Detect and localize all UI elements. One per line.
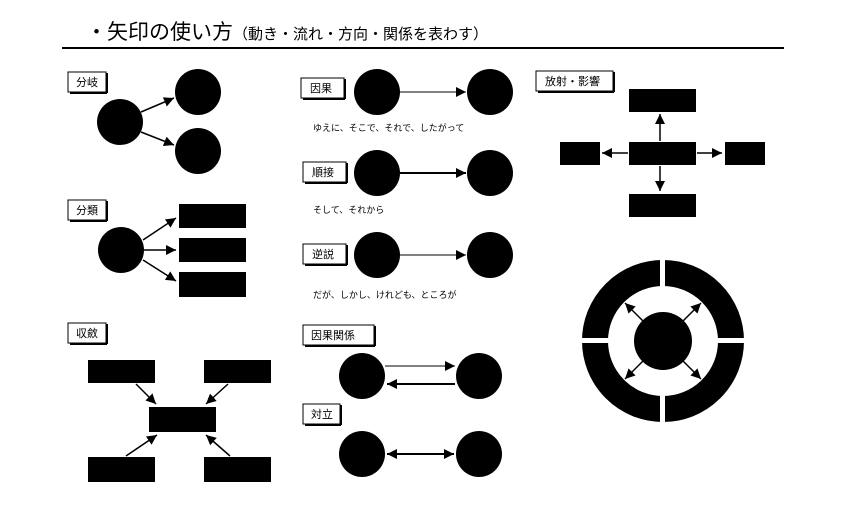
svg-text:放射・影響: 放射・影響 — [545, 74, 600, 88]
radiation-box-top — [629, 89, 696, 112]
converge-arrow-3 — [125, 434, 158, 457]
radial-influence-diagram — [581, 259, 745, 423]
svg-text:対立: 対立 — [311, 407, 333, 421]
cause-group: 因果 ゆえに、そこで、それで、したがって — [300, 69, 513, 134]
svg-text:分類: 分類 — [76, 204, 98, 217]
svg-text:収斂: 収斂 — [76, 326, 98, 340]
converge-arrow-1 — [135, 383, 157, 405]
svg-text:順接: 順接 — [312, 166, 334, 179]
title-subtitle: （動き・流れ・方向・関係を表わす） — [233, 25, 489, 43]
adversative-label: 逆説 — [302, 243, 348, 266]
title-main: ・矢印の使い方 — [86, 20, 233, 44]
page-title: ・矢印の使い方（動き・流れ・方向・関係を表わす） — [86, 16, 488, 46]
opposition-node-left — [339, 431, 385, 477]
opposition-label: 対立 — [302, 403, 342, 426]
branch-source-node — [97, 99, 143, 145]
branch-target-node-2 — [175, 128, 221, 174]
converge-group: 収斂 — [67, 322, 271, 482]
converge-box-top-left — [88, 360, 155, 383]
sequence-group: 順接 そして、それから — [302, 150, 513, 216]
converge-label: 収斂 — [67, 322, 108, 345]
sequence-node-to — [467, 150, 513, 196]
cause-label: 因果 — [300, 77, 346, 100]
radiation-box-right — [725, 142, 765, 165]
causal-relation-group: 因果関係 — [302, 324, 502, 399]
radial-center-node — [634, 312, 692, 370]
causal-relation-node-right — [456, 353, 502, 399]
opposition-node-right — [456, 431, 502, 477]
branch-target-node-1 — [175, 69, 221, 115]
sequence-label: 順接 — [302, 161, 348, 184]
classify-group: 分類 — [67, 199, 246, 297]
causal-relation-label: 因果関係 — [302, 324, 376, 347]
adversative-caption: だが、しかし、けれども、ところが — [313, 289, 457, 301]
classify-box-3 — [179, 272, 246, 297]
adversative-node-from — [354, 232, 400, 278]
classify-source-node — [98, 227, 144, 273]
sequence-caption: そして、それから — [313, 205, 384, 216]
branch-arrow-up — [140, 97, 175, 113]
sequence-node-from — [354, 150, 400, 196]
radiation-label: 放射・影響 — [535, 70, 615, 93]
cause-node-from — [354, 69, 400, 115]
converge-arrow-4 — [205, 434, 231, 457]
adversative-group: 逆説 だが、しかし、けれども、ところが — [302, 232, 513, 301]
branch-label: 分岐 — [67, 71, 108, 94]
causal-relation-node-left — [339, 353, 385, 399]
classify-arrow-1 — [142, 217, 177, 241]
svg-text:因果関係: 因果関係 — [311, 329, 355, 342]
cause-node-to — [467, 69, 513, 115]
classify-box-2 — [179, 238, 246, 262]
radiation-group: 放射・影響 — [535, 70, 765, 217]
converge-box-top-right — [204, 360, 271, 383]
branch-arrow-down — [140, 131, 175, 146]
converge-box-center — [149, 407, 216, 432]
svg-text:因果: 因果 — [310, 82, 332, 95]
radial-arrow-top-right — [682, 302, 702, 322]
radiation-box-center — [629, 142, 696, 165]
svg-text:逆説: 逆説 — [312, 247, 334, 261]
converge-arrow-2 — [205, 383, 229, 405]
radial-arrow-top-left — [624, 302, 644, 322]
radiation-box-bottom — [629, 194, 696, 217]
converge-box-bottom-right — [204, 457, 271, 482]
classify-label: 分類 — [67, 199, 108, 222]
classify-box-1 — [179, 204, 246, 228]
opposition-group: 対立 — [302, 403, 502, 477]
svg-text:分岐: 分岐 — [76, 76, 98, 89]
converge-box-bottom-left — [88, 457, 155, 482]
classify-arrow-3 — [142, 259, 177, 282]
branch-group: 分岐 — [67, 69, 221, 174]
radiation-box-left — [560, 142, 600, 165]
radial-arrow-bottom-left — [624, 360, 644, 380]
title-underline — [62, 47, 784, 49]
cause-caption: ゆえに、そこで、それで、したがって — [313, 122, 464, 134]
adversative-node-to — [467, 232, 513, 278]
radial-arrow-bottom-right — [682, 360, 702, 380]
